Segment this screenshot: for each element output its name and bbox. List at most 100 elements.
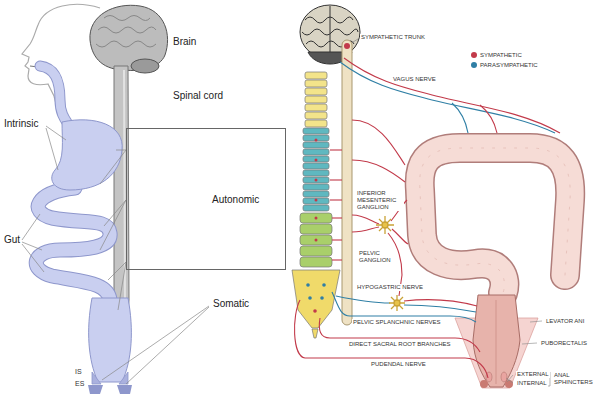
sympathetic-trunk [353, 39, 358, 42]
spinal-nerve-dots [315, 217, 318, 220]
pelvic-floor [501, 372, 507, 382]
spine [305, 120, 327, 127]
stomach [52, 120, 122, 190]
spinal-nerve-dots [308, 296, 312, 300]
nerve-lines [480, 105, 497, 133]
leader-line [530, 321, 542, 322]
spinal-cord-left [124, 70, 125, 300]
spine [303, 191, 329, 197]
nerve-lines [332, 239, 342, 240]
spine [305, 112, 327, 119]
leader-line [104, 200, 126, 226]
sympathetic-trunk [342, 40, 352, 325]
rectum-left [88, 298, 132, 394]
part-name: Brain [172, 36, 197, 48]
sphincter-name: ES [74, 380, 85, 388]
nerve-name: PELVIC SPLANCHNIC NERVES [352, 319, 441, 326]
part-name: Spinal cord [172, 90, 224, 102]
leader-line [22, 214, 40, 240]
spinal-nerve-dots [315, 199, 318, 202]
spine [303, 135, 329, 141]
ganglion-symbol [376, 216, 394, 234]
nerve-lines [352, 215, 379, 224]
leader-line [116, 150, 126, 151]
pelvic-floor [505, 380, 513, 388]
sphincter-name: INTERNAL [516, 380, 548, 387]
spine [300, 246, 332, 256]
spinal-nerve-dots [315, 159, 318, 162]
spine [305, 96, 327, 103]
stomach [52, 120, 122, 190]
leader-line [102, 306, 209, 380]
leader-line [22, 126, 209, 384]
nerve-lines [332, 217, 342, 218]
legend-text: PARASYMPATHETIC [480, 62, 538, 69]
spinal-nerve-dots [322, 283, 326, 287]
muscle-name: LEVATOR ANI [545, 318, 585, 325]
legend-row: PARASYMPATHETIC [470, 62, 539, 69]
nerve-lines [295, 58, 560, 378]
spine [305, 72, 327, 79]
pelvic-floor [473, 295, 520, 387]
spine [300, 224, 332, 234]
brain-right [305, 17, 353, 23]
rectum-left [92, 372, 101, 384]
leader-line [22, 242, 42, 250]
gut-tube [36, 188, 110, 300]
spine [312, 329, 318, 338]
nerve-lines [344, 58, 560, 133]
spinal-nerve-dots [313, 309, 317, 313]
spine [303, 205, 329, 211]
spine [303, 170, 329, 176]
leader-line [46, 128, 58, 170]
nerve-lines [352, 120, 405, 165]
spine [303, 128, 329, 134]
sympathetic-trunk [344, 43, 350, 49]
nerve-lines [330, 179, 342, 180]
ganglion-symbol [389, 295, 405, 311]
nerve-lines [340, 62, 555, 133]
part-name: Gut [3, 234, 21, 246]
nerve-name: HYPOGASTRIC NERVE [356, 284, 424, 291]
legend-swatch [471, 62, 477, 68]
spinal-nerve-dots [306, 283, 310, 287]
colon [420, 148, 571, 293]
nerve-name: PUDENDAL NERVE [370, 361, 427, 368]
leader-line [506, 378, 513, 383]
spine [303, 198, 329, 204]
spine [303, 184, 329, 190]
rectum-left [89, 298, 132, 382]
group-name: ANAL SPHINCTERS [553, 372, 597, 386]
colon [420, 148, 571, 293]
spine [305, 88, 327, 95]
spinal-nerve-dots [320, 296, 324, 300]
ganglion-symbol [382, 222, 388, 228]
leader-line [522, 343, 537, 344]
brain-left [131, 59, 159, 73]
nerve-lines [336, 296, 390, 303]
pelvic-floor [480, 380, 488, 388]
nerve-name: DIRECT SACRAL ROOT BRANCHES [348, 341, 452, 348]
spine [300, 235, 332, 245]
ganglion-symbol [394, 300, 400, 306]
spine [303, 177, 329, 183]
nerve-lines [319, 318, 480, 352]
legend-text: SYMPATHETIC [480, 52, 522, 59]
nerve-lines [352, 160, 405, 182]
box-label: Autonomic [211, 194, 260, 206]
leader-line [126, 307, 209, 384]
leader-line [118, 262, 126, 310]
leader-line [506, 321, 550, 386]
brain-left [104, 16, 150, 21]
leader-line [100, 150, 126, 184]
sphincter-name: IS [74, 368, 83, 376]
brain-left [90, 5, 168, 73]
legend-swatch [471, 52, 477, 58]
ganglion-name: PELVIC GANGLION [358, 250, 396, 264]
sympathetic-trunk [342, 39, 358, 325]
brain-left [98, 27, 156, 33]
spine [305, 104, 327, 111]
brain-right [330, 6, 331, 56]
spine [303, 156, 329, 162]
